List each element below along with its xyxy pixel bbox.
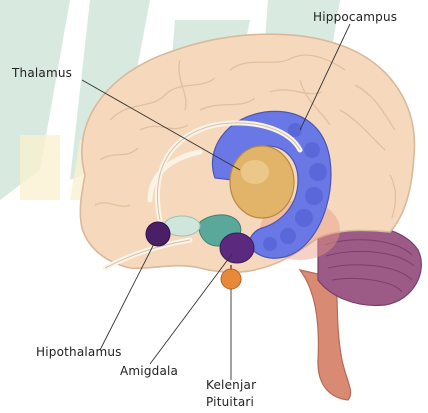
label-pituitari: Pituitari bbox=[206, 395, 254, 409]
pituitary-gland bbox=[221, 269, 241, 289]
label-thalamus: Thalamus bbox=[12, 66, 72, 80]
amygdala bbox=[220, 233, 254, 263]
label-hippocampus: Hippocampus bbox=[313, 10, 397, 24]
label-kelenjar: Kelenjar bbox=[206, 378, 256, 392]
label-hipothalamus: Hipothalamus bbox=[36, 345, 122, 359]
label-amigdala: Amigdala bbox=[120, 364, 178, 378]
